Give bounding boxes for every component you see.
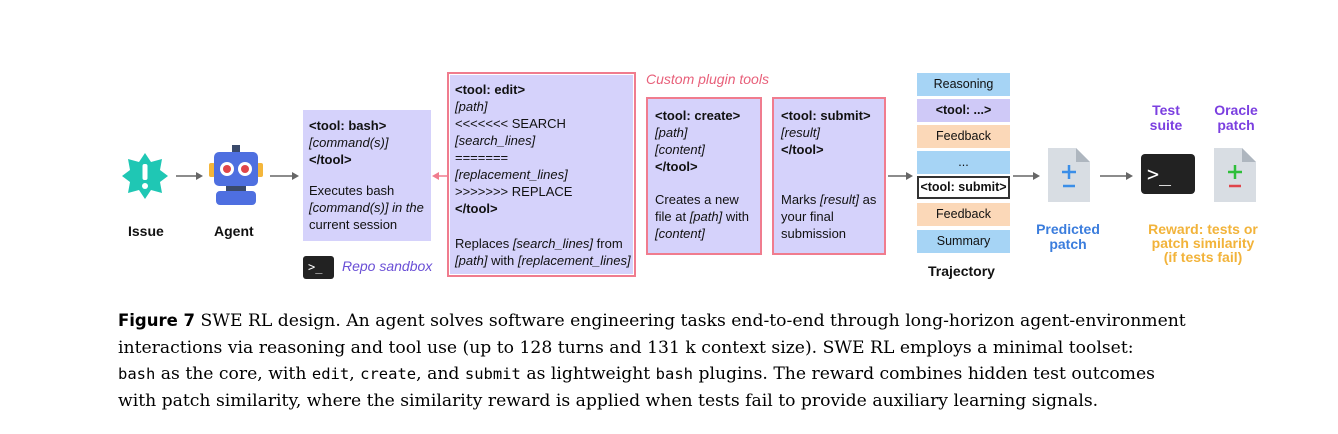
create-tool-path: [path]	[655, 125, 688, 140]
terminal-icon: >_	[303, 256, 334, 279]
bash-tool-command: [command(s)]	[309, 135, 389, 150]
edit-tool-close: </tool>	[455, 201, 498, 216]
agent-label: Agent	[214, 223, 254, 239]
oracle-patch-document-icon	[1214, 148, 1256, 202]
trajectory-item-tool-submit: <tool: submit>	[917, 176, 1010, 199]
oracle-patch-label: Oracle patch	[1214, 102, 1258, 133]
create-tool-open: <tool: create>	[655, 108, 741, 123]
issue-label: Issue	[128, 223, 164, 239]
caption-line-2: interactions via reasoning and tool use …	[118, 337, 1134, 358]
submit-desc-3: submission	[781, 226, 847, 241]
create-tool-box: <tool: create> [path] [content] </tool> …	[646, 97, 762, 255]
edit-desc-2: [path] with [replacement_lines]	[455, 253, 631, 268]
create-tool-content: [content]	[655, 142, 705, 157]
test-suite-label: Test suite	[1149, 102, 1183, 133]
trajectory-item-summary: Summary	[917, 230, 1010, 253]
bash-desc-2: [command(s)] in the	[309, 200, 424, 215]
submit-tool-open: <tool: submit>	[781, 108, 871, 123]
test-suite-terminal-icon: >_	[1141, 154, 1195, 194]
edit-tool-search-lines: [search_lines]	[455, 133, 536, 148]
trajectory-item-tool: <tool: ...>	[917, 99, 1010, 122]
bash-tool-close: </tool>	[309, 152, 352, 167]
submit-tool-box: <tool: submit> [result] </tool> Marks [r…	[772, 97, 886, 255]
trajectory-label: Trajectory	[928, 263, 995, 279]
caption-line-3: bash as the core, with edit, create, and…	[118, 364, 1155, 384]
create-desc-2: file at [path] with	[655, 209, 749, 224]
submit-desc-2: your final	[781, 209, 834, 224]
edit-tool-replacement-lines: [replacement_lines]	[455, 167, 568, 182]
robot-agent-icon	[209, 145, 263, 205]
create-desc-1: Creates a new	[655, 192, 739, 207]
submit-tool-close: </tool>	[781, 142, 824, 157]
edit-tool-open: <tool: edit>	[455, 82, 526, 97]
bash-tool-box: <tool: bash> [command(s)] </tool> Execut…	[303, 110, 431, 241]
arrow-agent-to-bash	[270, 172, 299, 180]
trajectory-item-feedback-1: Feedback	[917, 125, 1010, 148]
submit-tool-result: [result]	[781, 125, 821, 140]
arrow-patch-to-test	[1100, 172, 1133, 180]
edit-tool-search-marker: <<<<<<< SEARCH	[455, 116, 566, 131]
bash-desc-3: current session	[309, 217, 398, 232]
edit-tool-separator: =======	[455, 150, 509, 165]
trajectory-item-reasoning: Reasoning	[917, 73, 1010, 96]
custom-plugin-tools-group	[447, 72, 636, 277]
predicted-patch-document-icon	[1048, 148, 1090, 202]
custom-plugin-tools-label: Custom plugin tools	[646, 71, 769, 87]
predicted-patch-label: Predicted patch	[1036, 221, 1100, 252]
create-desc-3: [content]	[655, 226, 705, 241]
alert-badge-icon	[122, 153, 168, 199]
bash-desc-1: Executes bash	[309, 183, 395, 198]
bash-tool-open: <tool: bash>	[309, 118, 387, 133]
figure-caption: Figure 7 SWE RL design. An agent solves …	[118, 308, 1278, 414]
arrow-issue-to-agent	[176, 172, 203, 180]
caption-line-1: Figure 7 SWE RL design. An agent solves …	[118, 311, 1186, 331]
caption-line-4: with patch similarity, where the similar…	[118, 390, 1099, 411]
trajectory-item-feedback-2: Feedback	[917, 203, 1010, 226]
submit-desc-1: Marks [result] as	[781, 192, 877, 207]
edit-tool-replace-marker: >>>>>>> REPLACE	[455, 184, 573, 199]
arrow-trajectory-to-patch	[1013, 172, 1040, 180]
edit-desc-1: Replaces [search_lines] from	[455, 236, 623, 251]
edit-tool-box: <tool: edit> [path] <<<<<<< SEARCH [sear…	[450, 75, 633, 274]
create-tool-close: </tool>	[655, 159, 698, 174]
repo-sandbox-label: Repo sandbox	[342, 258, 433, 274]
reward-label: Reward: tests or patch similarity (if te…	[1148, 221, 1258, 265]
trajectory-item-ellipsis: ...	[917, 151, 1010, 174]
edit-tool-path: [path]	[455, 99, 488, 114]
figure-number: Figure 7	[118, 311, 196, 330]
arrow-to-trajectory	[888, 172, 913, 180]
